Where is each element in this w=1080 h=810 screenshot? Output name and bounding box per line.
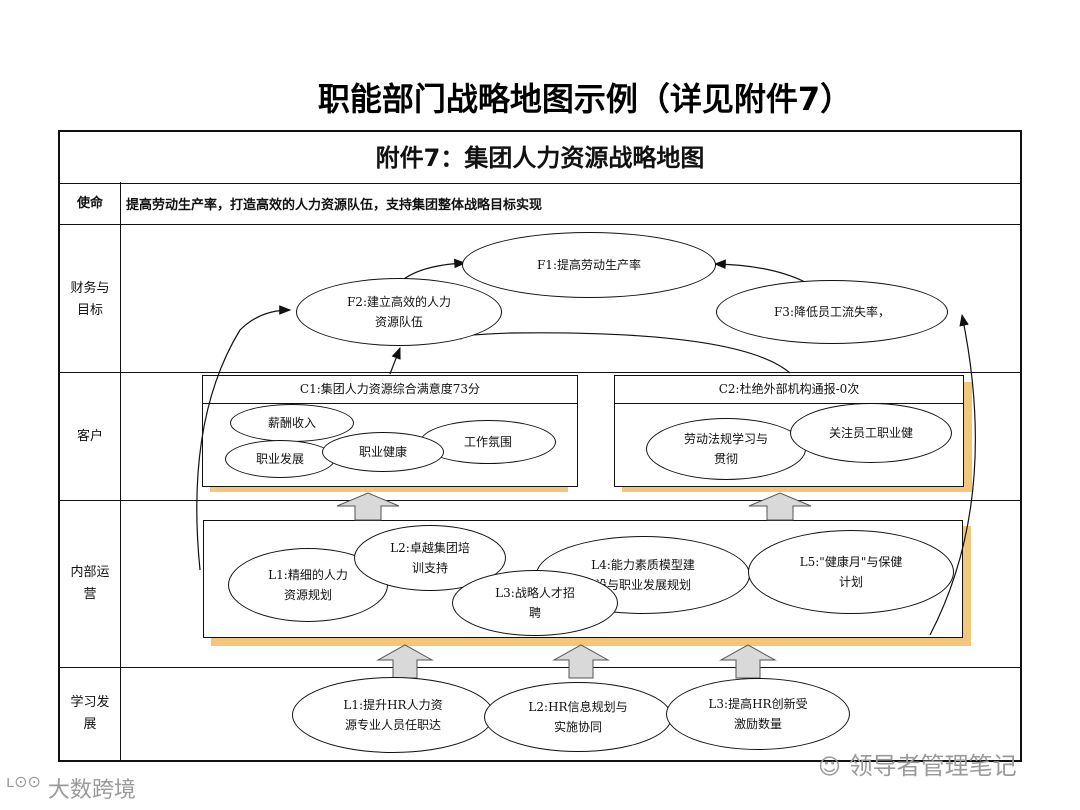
node-f2: F2:建立高效的人力 资源队伍 [296, 278, 502, 346]
page-title: 职能部门战略地图示例（详见附件7） [317, 80, 853, 118]
node-f1: F1:提高劳动生产率 [462, 232, 716, 298]
node-f3: F3:降低员工流失率， [716, 280, 948, 344]
watermark-left: ʟ⊙⊙ 大数跨境 [6, 772, 136, 803]
block-arrow-internal-to-c2 [748, 492, 812, 521]
watermark-right: ☺ 领导者管理笔记 [818, 752, 1017, 780]
label-column-divider [120, 182, 121, 762]
map-title: 附件7：集团人力资源战略地图 [60, 132, 1020, 184]
row-label-customer: 客户 [76, 429, 103, 444]
arrow-internal-to-f3 [929, 313, 976, 636]
row-label-learning: 学习发 展 [70, 695, 110, 732]
arrow-f3-to-f1 [713, 259, 806, 283]
c1-item-health: 职业健康 [322, 432, 444, 472]
block-arrow-learning-to-internal-3 [719, 644, 777, 679]
watermark-logo-icon: ʟ⊙⊙ [6, 772, 41, 791]
mission-text: 提高劳动生产率，打造高效的人力资源队伍，支持集团整体战略目标实现 [126, 198, 543, 213]
row-divider-mission [58, 224, 1022, 225]
row-label-mission: 使命 [76, 196, 103, 211]
node-internal-l3: L3:战略人才招 聘 [452, 570, 618, 636]
c1-item-pay: 薪酬收入 [230, 404, 354, 442]
node-learning-l1: L1:提升HR人力资 源专业人员任职达 [292, 677, 494, 753]
c1-item-atmosphere: 工作氛围 [420, 420, 556, 464]
block-arrow-learning-to-internal-2 [552, 644, 610, 679]
arrow-c2-to-f2 [448, 330, 791, 374]
c1-header: C1:集团人力资源综合满意度73分 [203, 376, 577, 404]
wechat-icon: ☺ [818, 755, 841, 780]
node-learning-l3: L3:提高HR创新受 激励数量 [666, 678, 850, 750]
arrow-c1-to-f2 [389, 346, 401, 375]
node-internal-l5: L5:"健康月"与保健 计划 [748, 530, 954, 614]
block-arrow-internal-to-c1 [336, 492, 400, 521]
row-divider-internal [58, 667, 1022, 668]
block-arrow-learning-to-internal-1 [376, 644, 434, 679]
node-learning-l2: L2:HR信息规划与 实施协同 [484, 682, 672, 752]
row-divider-customer [58, 500, 1022, 501]
c2-header: C2:杜绝外部机构通报-0次 [615, 376, 963, 404]
c1-item-career: 职业发展 [225, 440, 335, 478]
arrow-internal-to-f2 [196, 305, 292, 571]
row-label-internal: 内部运 营 [70, 565, 110, 602]
row-label-finance: 财务与 目标 [70, 281, 110, 318]
c2-item-employee-care: 关注员工职业健 [790, 403, 952, 463]
row-divider-finance [58, 372, 1022, 373]
c2-item-labor-law: 劳动法规学习与 贯彻 [646, 418, 806, 480]
